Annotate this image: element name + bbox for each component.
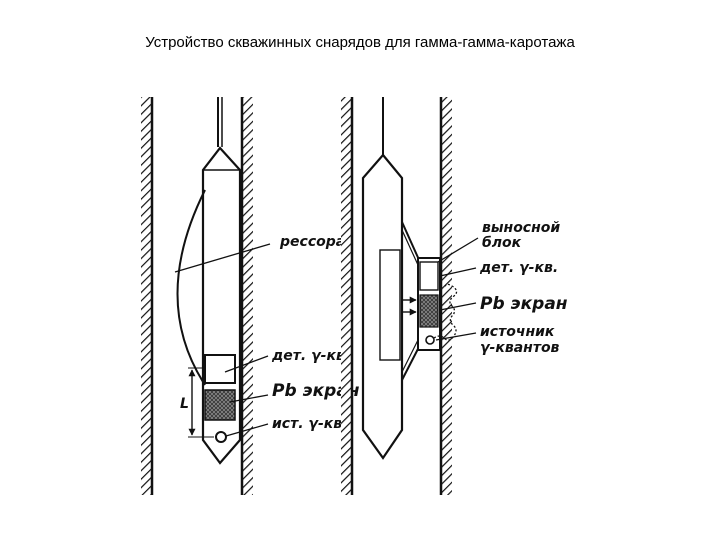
left-source-label: ист. γ-кв.: [272, 416, 347, 432]
right-source-label-line1: источник: [480, 324, 555, 340]
right-screen-label: Pb экран: [480, 294, 568, 314]
right-linkage-upper: [401, 221, 421, 263]
left-distance-label: L: [180, 396, 189, 412]
remote-block-label-line2: блок: [482, 235, 522, 251]
left-wall-hatch-right: [242, 97, 253, 495]
right-source: [425, 335, 435, 345]
left-borehole: [141, 97, 253, 495]
right-tool-window: [379, 249, 401, 361]
left-tool: L рессора дет. γ-кв. Pb экран ист. γ-кв.: [174, 97, 360, 465]
left-wall-hatch-left: [141, 97, 152, 495]
right-pb-screen: [419, 294, 439, 328]
right-wall-hatch-right: [441, 97, 452, 495]
left-spring: [176, 189, 206, 386]
left-detector-label: дет. γ-кв.: [271, 348, 350, 364]
right-wall-hatch-left: [341, 97, 352, 495]
right-tool-body: [361, 153, 404, 460]
right-detector: [419, 261, 439, 291]
right-detector-label: дет. γ-кв.: [479, 260, 558, 276]
left-source: [215, 431, 227, 443]
right-tool: выносной блок дет. γ-кв. Pb экран источн…: [361, 97, 568, 460]
left-pb-screen: [204, 389, 236, 421]
slide-title: Устройство скважинных снарядов для гамма…: [145, 34, 575, 51]
remote-block-label-line1: выносной: [482, 220, 560, 236]
gamma-scatter-path: [433, 283, 458, 341]
left-detector: [204, 354, 236, 384]
left-spring-label: рессора: [279, 234, 345, 250]
left-screen-label: Pb экран: [272, 381, 360, 401]
right-source-label-line2: γ-квантов: [480, 340, 560, 356]
